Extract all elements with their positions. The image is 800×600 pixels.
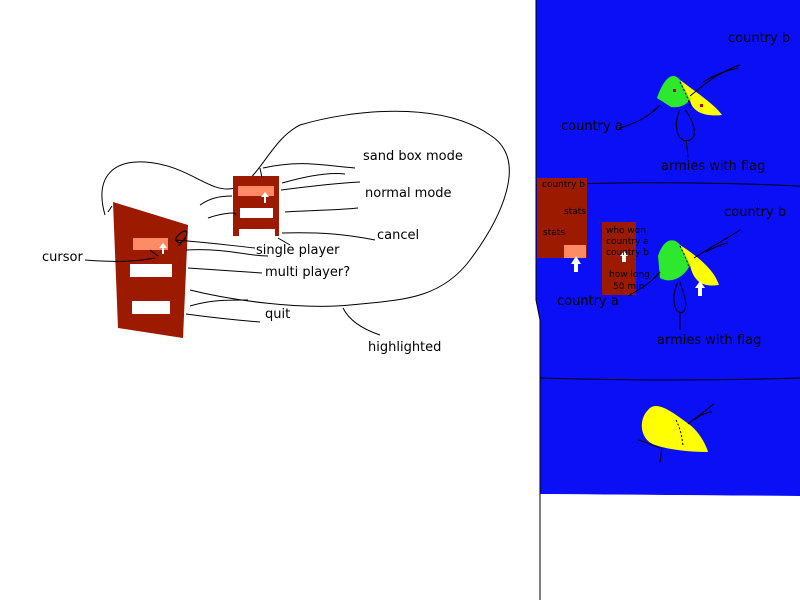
country-a-label: country a — [561, 119, 623, 134]
sub-cursor-arrow-icon — [261, 192, 269, 203]
sea-left-edge — [535, 0, 541, 600]
highlighted-label: highlighted — [368, 340, 442, 355]
country-b-label: country b — [724, 205, 787, 220]
annotation-lines-menu — [84, 163, 376, 323]
sub-menu-panel — [233, 176, 279, 236]
cancel-label: cancel — [377, 228, 420, 243]
menu-outline — [101, 110, 510, 307]
outline-tail — [342, 307, 381, 336]
cursor-label: cursor — [42, 250, 83, 265]
war-info-cursor-icon — [620, 251, 628, 262]
main-menu-multi-player-button[interactable] — [130, 264, 172, 277]
country-b-label: country b — [728, 31, 791, 46]
cursor-arrow-icon — [159, 243, 167, 254]
outline-tick — [107, 205, 113, 213]
sub-menu-sandbox-button[interactable] — [238, 186, 274, 196]
war-info-line: country b — [606, 248, 649, 258]
stats-label: stats — [543, 228, 565, 238]
border-flag-2 — [679, 245, 691, 273]
army-cursor-icon — [695, 281, 705, 296]
sub-menu-cancel-button[interactable] — [239, 229, 275, 237]
white-strip — [540, 494, 800, 600]
war-info-box — [602, 222, 636, 295]
stats-box — [537, 178, 587, 258]
quit-label: quit — [265, 307, 291, 322]
border-flag-1 — [679, 81, 692, 109]
border-flag-3 — [675, 419, 684, 447]
annotation-lines-panel2 — [627, 229, 741, 330]
main-menu-quit-button[interactable] — [132, 301, 170, 314]
country-b-territory-1 — [680, 80, 722, 116]
army-marker — [673, 89, 676, 92]
armies-label: armies with flag — [657, 333, 762, 348]
war-info-line: 50 min — [613, 282, 645, 292]
stats-box-highlight — [564, 245, 586, 258]
armies-label: armies with flag — [661, 159, 766, 174]
sub-menu-normal-button[interactable] — [240, 208, 273, 218]
war-info-line: country a — [606, 237, 649, 247]
single-player-label: single player — [256, 243, 340, 258]
country-b-territory-3 — [641, 405, 708, 452]
war-info-line: how long — [609, 270, 650, 280]
country-b-territory-2 — [680, 245, 719, 286]
war-info-line: who won — [606, 226, 647, 236]
stats-cursor-icon — [571, 256, 581, 272]
multi-player-label: multi player? — [265, 265, 351, 280]
army-marker — [700, 104, 703, 107]
country-a-label: country a — [557, 294, 619, 309]
sandbox-mode-label: sand box mode — [363, 149, 463, 164]
panel-divider-2 — [539, 377, 800, 381]
normal-mode-label: normal mode — [365, 186, 452, 201]
annotation-lines-panel3 — [637, 403, 715, 463]
annotation-lines-panel1 — [619, 64, 741, 158]
stats-country-label: country b — [542, 180, 585, 190]
stats-label: stats — [564, 207, 586, 217]
main-menu-single-player-button[interactable] — [133, 238, 168, 250]
